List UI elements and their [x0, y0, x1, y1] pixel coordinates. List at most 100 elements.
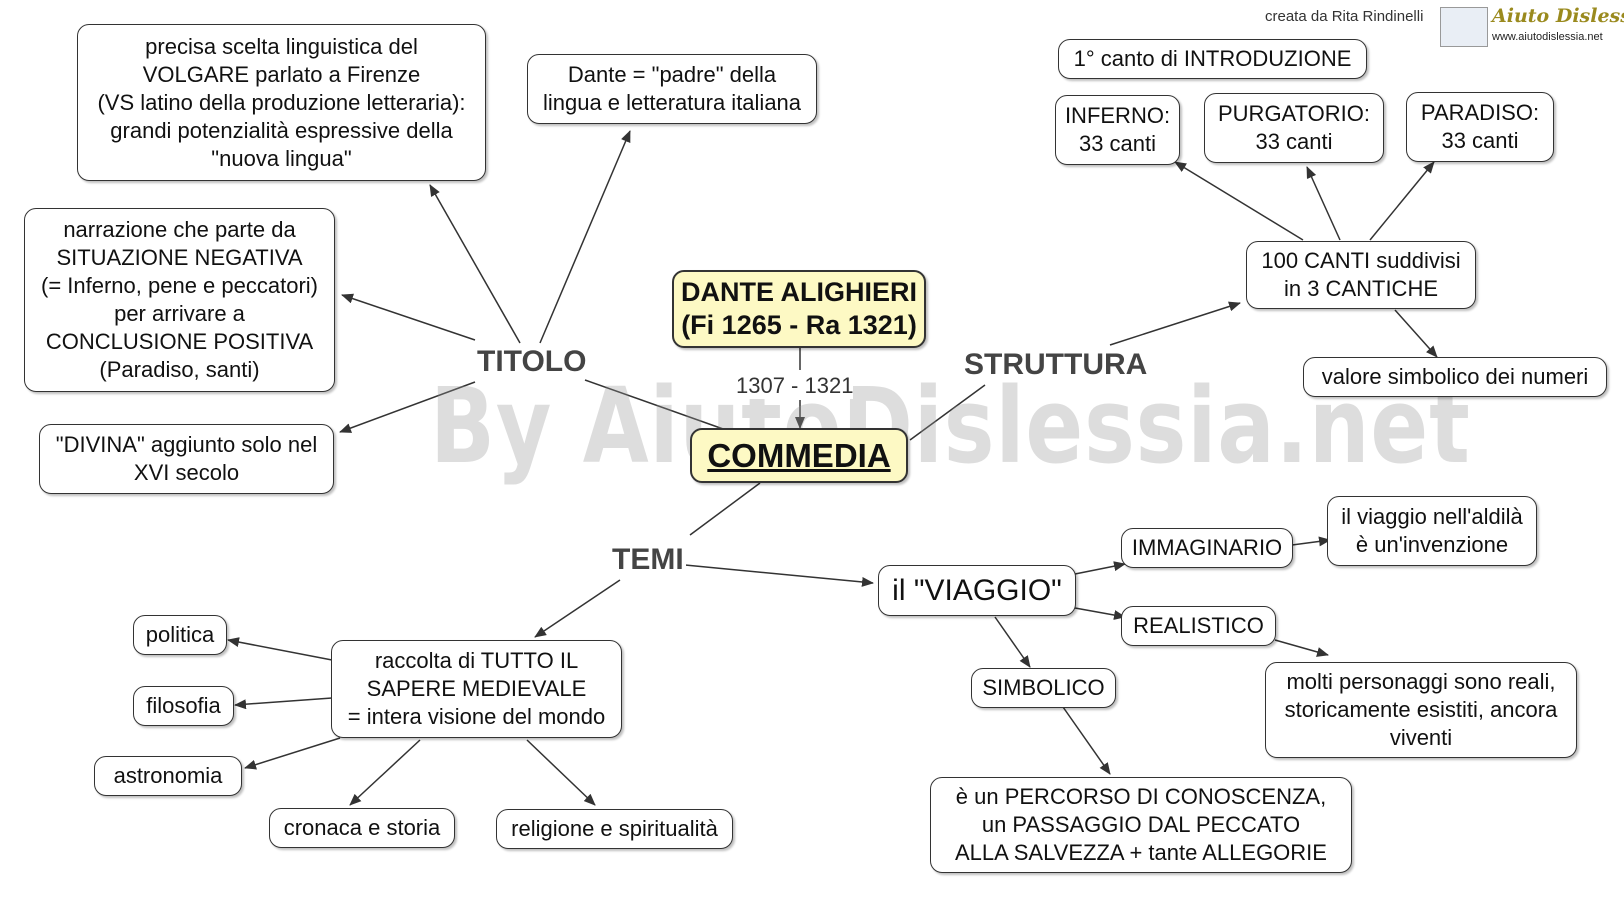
node-text-line: in 3 CANTICHE	[1283, 276, 1439, 301]
author-credit: creata da Rita Rindinelli	[1265, 8, 1424, 25]
node-text-line: ALLA SALVEZZA + tante ALLEGORIE	[955, 840, 1327, 865]
link-sapere-religione	[526, 739, 596, 806]
link-sapere-politica	[227, 637, 333, 661]
node-realistico[interactable]: REALISTICO	[1121, 606, 1276, 646]
link-realistico-personaggi	[1274, 639, 1329, 657]
link-titolo-padre	[539, 130, 631, 344]
node-filosofia[interactable]: filosofia	[133, 686, 234, 726]
node-text-line: 33 canti	[1255, 129, 1333, 154]
node-text-line: (= Inferno, pene e peccatori)	[41, 273, 318, 298]
node-text-line: religione e spiritualità	[511, 816, 718, 841]
composition-dates: 1307 - 1321	[736, 373, 854, 399]
node-text-line: 33 canti	[1078, 131, 1157, 156]
node-religione[interactable]: religione e spiritualità	[496, 809, 733, 849]
node-text-line: XVI secolo	[133, 460, 240, 485]
node-text-line: filosofia	[146, 693, 221, 718]
site-logo[interactable]: Aiuto Dislessia www.aiutodislessia.net	[1440, 5, 1624, 49]
link-temi-sapere	[534, 579, 621, 638]
link-viaggio-realistico	[1074, 607, 1126, 620]
node-personaggi[interactable]: molti personaggi sono reali, storicamente…	[1265, 662, 1577, 758]
node-introduzione[interactable]: 1° canto di INTRODUZIONE	[1058, 39, 1367, 79]
node-text-line: SIMBOLICO	[982, 675, 1105, 700]
link-sapere-cronaca	[349, 739, 421, 806]
node-text-line: "DIVINA" aggiunto solo nel	[55, 432, 318, 457]
node-inferno[interactable]: INFERNO: 33 canti	[1055, 95, 1180, 165]
node-padre[interactable]: Dante = "padre" della lingua e letteratur…	[527, 54, 817, 124]
link-commedia-temi	[689, 482, 761, 536]
logo-url: www.aiutodislessia.net	[1492, 31, 1603, 43]
commedia-node[interactable]: COMMEDIA	[690, 428, 908, 483]
node-text-line: (Paradiso, santi)	[99, 357, 260, 382]
link-cento-purgatorio	[1306, 166, 1341, 241]
node-text-line: INFERNO:	[1064, 103, 1171, 128]
node-text-line: è un'invenzione	[1355, 532, 1509, 557]
node-cronaca[interactable]: cronaca e storia	[269, 808, 455, 848]
link-cento-valore	[1394, 309, 1438, 358]
author-node[interactable]: DANTE ALIGHIERI (Fi 1265 - Ra 1321)	[672, 270, 926, 348]
node-percorso[interactable]: è un PERCORSO DI CONOSCENZA, un PASSAGGIO…	[930, 777, 1352, 873]
node-text-line: 100 CANTI suddivisi	[1261, 248, 1461, 273]
node-text-line: Dante = "padre" della	[567, 62, 777, 87]
node-text-line: molti personaggi sono reali,	[1286, 669, 1556, 694]
node-text-line: 33 canti	[1441, 128, 1519, 153]
commedia-title: COMMEDIA	[707, 436, 891, 474]
link-cento-paradiso	[1369, 161, 1435, 241]
node-paradiso[interactable]: PARADISO: 33 canti	[1406, 92, 1554, 162]
node-purgatorio[interactable]: PURGATORIO: 33 canti	[1204, 93, 1384, 163]
node-text-line: politica	[145, 622, 215, 647]
node-astronomia[interactable]: astronomia	[94, 756, 242, 796]
node-text-line: PURGATORIO:	[1218, 101, 1370, 126]
link-commedia-struttura	[909, 384, 986, 441]
link-temi-viaggio	[684, 564, 874, 587]
node-text-line: raccolta di TUTTO IL	[374, 648, 579, 673]
node-text-line: viventi	[1389, 725, 1453, 750]
node-text-line: VOLGARE parlato a Firenze	[142, 61, 421, 87]
link-titolo-narrazione	[341, 293, 476, 341]
node-text-line: narrazione che parte da	[63, 217, 296, 242]
node-text-line: per arrivare a	[114, 301, 245, 326]
node-text-line: IMMAGINARIO	[1131, 535, 1283, 560]
book-logo-icon	[1440, 7, 1488, 47]
logo-title: Aiuto Dislessia	[1492, 5, 1624, 27]
node-valore[interactable]: valore simbolico dei numeri	[1303, 357, 1607, 397]
node-simbolico[interactable]: SIMBOLICO	[971, 668, 1116, 708]
node-text-line: valore simbolico dei numeri	[1321, 364, 1589, 389]
link-label-titolo: TITOLO	[475, 345, 589, 379]
node-text-line: PARADISO:	[1420, 100, 1540, 125]
link-commedia-titolo	[584, 379, 727, 431]
link-simbolico-percorso	[1062, 706, 1111, 775]
link-titolo-divina	[339, 381, 476, 433]
link-sapere-astronomia	[244, 737, 341, 770]
node-text-line: SAPERE MEDIEVALE	[366, 676, 587, 701]
node-text-line: precisa scelta linguistica del	[145, 33, 418, 59]
node-text-line: lingua e letteratura italiana	[542, 90, 802, 115]
node-text-line: cronaca e storia	[283, 815, 441, 840]
link-label-struttura: STRUTTURA	[962, 348, 1150, 382]
node-viaggio[interactable]: il "VIAGGIO"	[878, 565, 1076, 616]
link-sapere-filosofia	[234, 697, 333, 710]
node-cento-canti[interactable]: 100 CANTI suddivisi in 3 CANTICHE	[1246, 241, 1476, 309]
node-politica[interactable]: politica	[133, 615, 227, 655]
node-invenzione[interactable]: il viaggio nell'aldilà è un'invenzione	[1327, 496, 1537, 566]
node-text-line: il viaggio nell'aldilà	[1341, 504, 1523, 529]
node-text-line: un PASSAGGIO DAL PECCATO	[981, 812, 1301, 837]
node-text-line: REALISTICO	[1133, 613, 1264, 638]
node-text-line: "nuova lingua"	[211, 145, 352, 171]
node-immaginario[interactable]: IMMAGINARIO	[1121, 528, 1293, 568]
link-cento-inferno	[1174, 161, 1304, 241]
node-text-line: il "VIAGGIO"	[892, 573, 1062, 607]
node-text-line: (VS latino della produzione letteraria):	[97, 89, 466, 115]
link-viaggio-simbolico	[994, 616, 1031, 668]
node-text-line: storicamente esistiti, ancora	[1284, 697, 1558, 722]
link-struttura-cento	[1109, 301, 1241, 346]
node-text-line: CONCLUSIONE POSITIVA	[45, 329, 314, 354]
link-viaggio-immaginario	[1074, 561, 1126, 575]
node-text-line: è un PERCORSO DI CONOSCENZA,	[955, 784, 1327, 809]
link-label-temi: TEMI	[610, 543, 686, 577]
link-titolo-volgare	[429, 184, 521, 344]
